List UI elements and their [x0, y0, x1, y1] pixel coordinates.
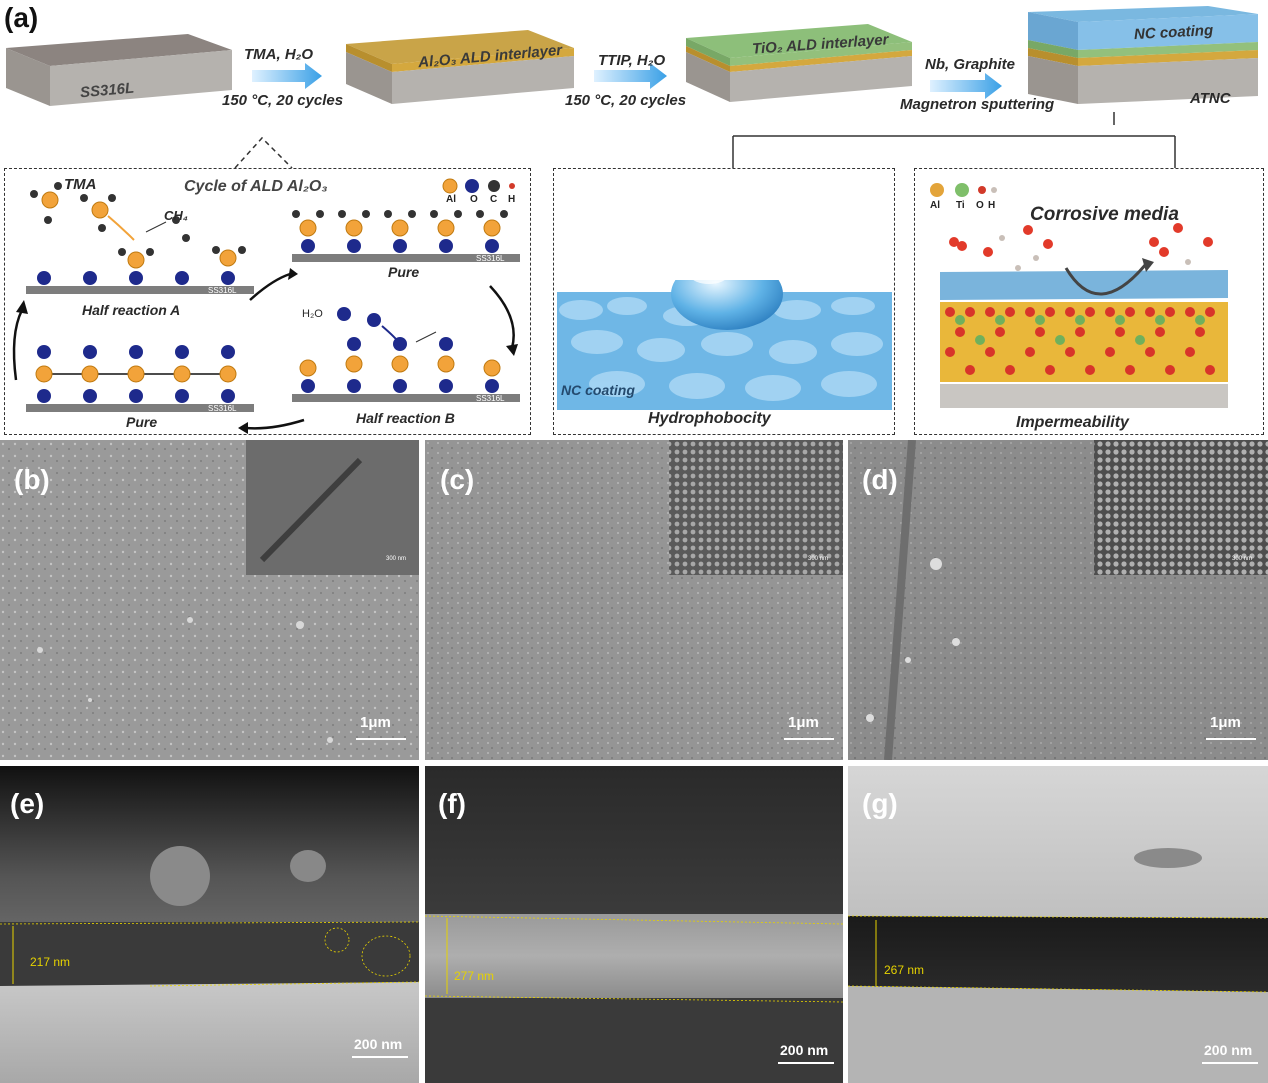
arrow-icon — [252, 63, 322, 89]
step1-conditions: 150 °C, 20 cycles — [222, 92, 344, 109]
bracket-lines — [234, 135, 1176, 169]
scale-bar-c — [784, 738, 834, 740]
step1-reagents: TMA, H₂O — [244, 46, 314, 63]
sem-image-b — [0, 440, 419, 760]
al2o3-block — [346, 30, 574, 104]
scale-label-c: 1μm — [788, 714, 819, 731]
scale-bar-f — [778, 1062, 834, 1064]
thickness-label-f: 277 nm — [454, 969, 495, 983]
arrow-icon — [594, 63, 667, 89]
arrow-icon — [930, 73, 1002, 99]
inset-scale-c: 300 nm — [808, 556, 829, 562]
thickness-label-e: 217 nm — [30, 955, 71, 969]
sem-image-f — [425, 766, 843, 1083]
legend-c: C — [490, 194, 498, 205]
nc-coating-label: NC coating — [561, 382, 635, 398]
step3-reagents: Nb, Graphite — [925, 56, 1016, 73]
tma-label: TMA — [64, 176, 97, 193]
step2-conditions: 150 °C, 20 cycles — [565, 92, 687, 109]
inset-scale-d: 300 nm — [1232, 556, 1253, 562]
panel-label-c: (c) — [440, 464, 475, 495]
inset-scale-b: 300 nm — [386, 556, 407, 562]
impermeability-caption: Impermeability — [1016, 414, 1129, 431]
sem-image-e — [0, 766, 419, 1083]
ss-tag: SS316L — [208, 286, 237, 295]
scale-bar-e — [352, 1056, 408, 1058]
sem-image-d — [848, 440, 1268, 760]
hydrophobicity-caption: Hydrophobocity — [648, 410, 771, 427]
pure-label-bottom: Pure — [126, 414, 158, 430]
legend-al: Al — [446, 194, 456, 205]
ncc-block — [1028, 6, 1258, 104]
legend-h: H — [988, 200, 996, 211]
impermeability-box — [914, 168, 1264, 435]
step2-reagents: TTIP, H₂O — [598, 52, 666, 69]
tio2-block — [686, 24, 912, 102]
scale-label-f: 200 nm — [780, 1042, 829, 1058]
impermeability-illustration — [930, 183, 1228, 408]
panel-label-b: (b) — [14, 464, 50, 495]
panel-label-e: (e) — [10, 788, 45, 819]
legend-o: O — [470, 194, 478, 205]
scale-label-b: 1μm — [360, 714, 391, 731]
hydrophobicity-illustration — [557, 280, 892, 410]
legend-al: Al — [930, 200, 940, 211]
process-schematic — [6, 6, 1258, 125]
scale-bar-d — [1206, 738, 1256, 740]
ch4-label: CH₄ — [164, 208, 188, 223]
panel-label-f: (f) — [438, 788, 466, 819]
step3-method: Magnetron sputtering — [900, 96, 1055, 113]
ald-cycle-diagram — [12, 178, 520, 434]
scale-bar-b — [356, 738, 406, 740]
ald-cycle-box — [4, 168, 531, 435]
thickness-label-g: 267 nm — [884, 963, 925, 977]
ss-tag: SS316L — [476, 394, 505, 403]
scale-label-g: 200 nm — [1204, 1042, 1253, 1058]
pure-label-top: Pure — [388, 264, 420, 280]
half-reaction-a: Half reaction A — [82, 302, 181, 318]
atnc-label: ATNC — [1190, 90, 1231, 107]
ss-tag: SS316L — [476, 254, 505, 263]
sem-image-g — [848, 766, 1268, 1083]
hydrophobicity-box — [553, 168, 895, 435]
panel-label-g: (g) — [862, 788, 898, 819]
legend-h: H — [508, 194, 516, 205]
panel-label-d: (d) — [862, 464, 898, 495]
sem-image-c — [425, 440, 843, 760]
panel-label-a: (a) — [4, 2, 39, 33]
legend-o: O — [976, 200, 984, 211]
scale-bar-g — [1202, 1062, 1258, 1064]
legend-ti: Ti — [956, 200, 965, 211]
scale-label-d: 1μm — [1210, 714, 1241, 731]
half-reaction-b: Half reaction B — [356, 410, 455, 426]
scale-label-e: 200 nm — [354, 1036, 403, 1052]
substrate-block — [6, 34, 232, 106]
ald-cycle-title: Cycle of ALD Al₂O₃ — [184, 178, 328, 195]
ss-tag: SS316L — [208, 404, 237, 413]
h2o-label: H₂O — [302, 308, 323, 320]
corrosive-media-title: Corrosive media — [1030, 204, 1179, 225]
